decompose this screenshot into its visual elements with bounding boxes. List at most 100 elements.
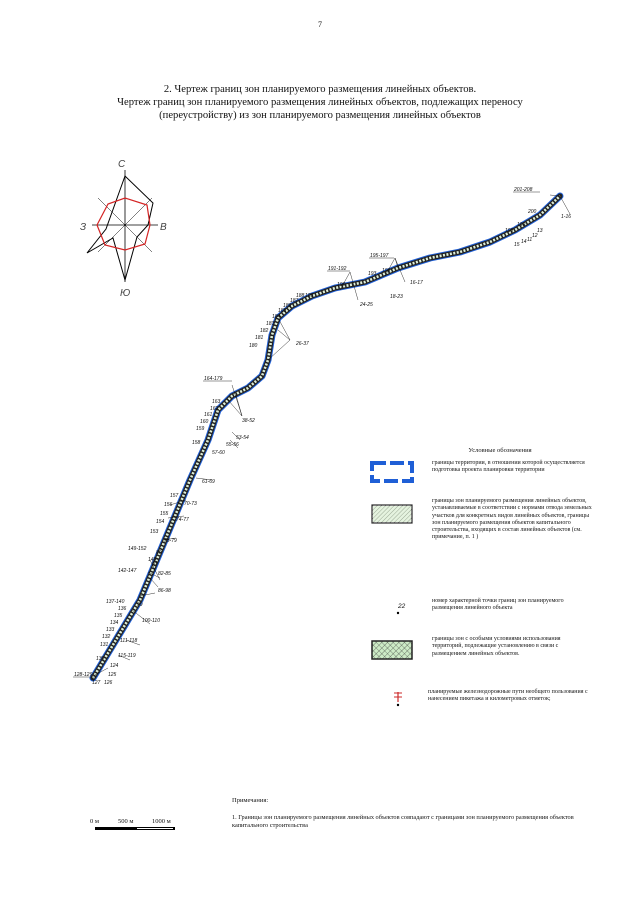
point-label: 130 — [96, 656, 105, 662]
point-label: 133 — [106, 627, 115, 633]
point-label: 182 — [260, 328, 269, 334]
scale-label-end: 1000 м — [152, 818, 171, 825]
point-label: 128-129 — [74, 672, 93, 678]
page-title: 2. Чертеж границ зон планируемого размещ… — [20, 83, 620, 122]
point-label: 201-208 — [513, 187, 533, 193]
point-label: 70-73 — [184, 501, 197, 507]
point-label: 163 — [212, 399, 221, 405]
point-label: 115-119 — [118, 653, 136, 659]
scale-label-zero: 0 м — [90, 818, 99, 825]
point-label: 160 — [200, 419, 209, 425]
leader-lines — [94, 194, 571, 676]
compass-north-label: С — [118, 159, 126, 170]
point-label: 125 — [108, 672, 117, 678]
point-label: 1-16 — [561, 214, 571, 220]
point-label: 18-23 — [390, 294, 403, 300]
legend-symbols: 22 — [370, 461, 414, 707]
legend-point-dot — [396, 611, 400, 615]
point-label: 24-25 — [359, 302, 373, 308]
point-label: 134 — [110, 620, 119, 626]
point-label: 86-98 — [158, 588, 171, 594]
point-label: 124 — [110, 663, 119, 669]
point-label: 156 — [164, 502, 173, 508]
wind-rose: С Ю В З — [80, 159, 167, 299]
point-label: 131 — [100, 642, 109, 648]
note-1: 1. Границы зон планируемого размещения л… — [232, 814, 574, 829]
point-label: 184 — [272, 314, 281, 320]
point-label: 162 — [210, 406, 219, 412]
point-label: 164-179 — [204, 376, 223, 382]
legend-item-zones: границы зон планируемого размещения лине… — [432, 498, 592, 541]
point-label: 190 — [337, 282, 346, 288]
point-label: 81 — [152, 561, 158, 567]
point-label: 189 — [305, 293, 314, 299]
point-label: 199 — [517, 222, 526, 228]
scale-label-mid: 500 м — [118, 818, 134, 825]
point-label: 191-192 — [328, 266, 347, 272]
point-label: 74-77 — [176, 517, 189, 523]
legend-point-sample: 22 — [397, 603, 406, 610]
point-label: 149-152 — [128, 546, 147, 552]
point-label: 132 — [102, 634, 111, 640]
scale-bar — [95, 827, 175, 830]
point-label: 196 — [382, 268, 391, 274]
compass-south-label: Ю — [120, 288, 130, 299]
point-label: 185 — [278, 308, 287, 314]
point-label: 180 — [249, 343, 258, 349]
point-label: 61-69 — [202, 479, 215, 485]
legend-item-railway: планируемые железнодорожные пути необщег… — [428, 689, 588, 703]
point-label: 82-85 — [158, 571, 171, 577]
point-label: 127 — [92, 680, 101, 686]
point-label: 161 — [204, 412, 213, 418]
point-label: 26-37 — [295, 341, 309, 347]
compass-east-label: В — [160, 222, 167, 233]
legend-title: Условные обозначения — [468, 447, 532, 454]
legend-boundary-swatch — [370, 461, 414, 483]
point-label: 148 — [148, 557, 157, 563]
notes-heading: Примечания: — [232, 797, 269, 804]
point-label: 155 — [160, 511, 169, 517]
legend-item-special-zones: границы зон с особыми условиями использо… — [432, 636, 561, 657]
point-label: 135 — [114, 613, 123, 619]
legend-railway-symbol — [394, 692, 402, 707]
point-label: 187 — [290, 298, 299, 304]
point-label: 12 — [532, 233, 538, 239]
point-label: 136 — [118, 606, 127, 612]
point-label: 186 — [283, 303, 292, 309]
point-label: 198 — [505, 228, 514, 234]
point-labels: 201-208 1-16 200 199 198 13 12 11 14 15 … — [73, 187, 571, 686]
point-label: 159 — [196, 426, 205, 432]
point-label: 14 — [521, 239, 527, 245]
point-label: 111-118 — [120, 638, 137, 644]
point-label: 157 — [170, 493, 179, 499]
point-label: 99 — [137, 602, 143, 608]
point-label: 55-56 — [226, 442, 239, 448]
point-label: 153 — [150, 529, 159, 535]
point-label: 53-54 — [236, 435, 249, 441]
title-line-3: (переустройству) из зон планируемого раз… — [159, 110, 481, 121]
point-label: 16-17 — [410, 280, 423, 286]
point-label: 13 — [537, 228, 543, 234]
point-label: 126 — [104, 680, 113, 686]
point-label: 11 — [527, 237, 532, 243]
point-label: 154 — [156, 519, 165, 525]
point-label: 100-110 — [142, 618, 160, 624]
point-label: 193 — [368, 271, 377, 277]
point-label: 78-79 — [164, 538, 177, 544]
point-label: 137-140 — [106, 599, 125, 605]
legend-item-point: номер характерной точки границ зон плани… — [432, 598, 564, 612]
point-label: 142-147 — [118, 568, 137, 574]
legend-item-territory: границы территории, в отношении которой … — [432, 460, 585, 474]
page-number: 7 — [318, 20, 322, 29]
point-label: 181 — [255, 335, 264, 341]
title-line-2: Чертеж границ зон планируемого размещени… — [117, 97, 523, 108]
legend-special-zone-swatch — [371, 640, 413, 660]
point-label: 15 — [514, 242, 520, 248]
title-line-1: 2. Чертеж границ зон планируемого размещ… — [163, 84, 477, 95]
point-label: 183 — [266, 321, 275, 327]
point-label: 38-52 — [242, 418, 255, 424]
point-label: 188 — [296, 293, 305, 299]
compass-west-label: З — [80, 222, 86, 233]
point-label: 57-60 — [212, 450, 225, 456]
